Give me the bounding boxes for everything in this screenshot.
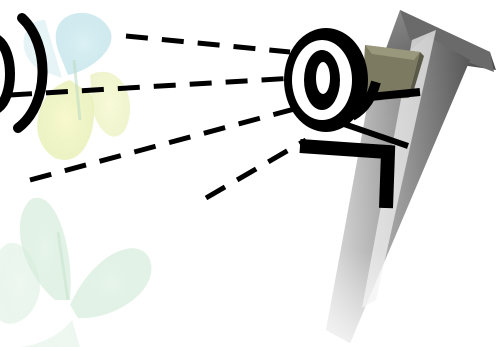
signal-waves-icon [0,18,43,128]
butterfly-icon [0,198,151,347]
